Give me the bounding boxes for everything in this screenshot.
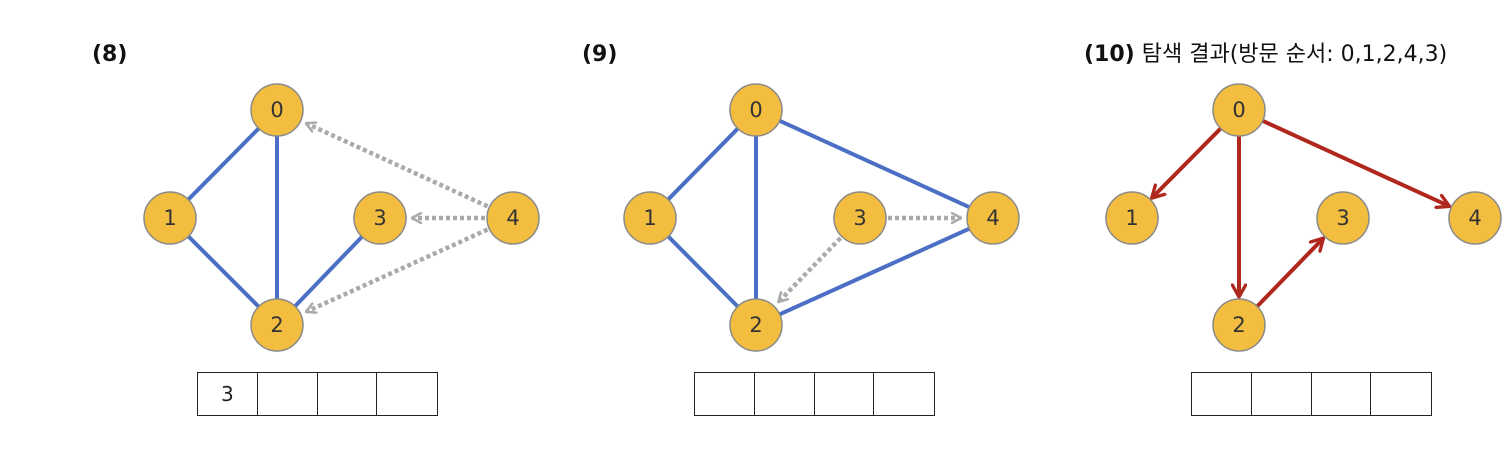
edge-2-4-panel-9 bbox=[778, 226, 971, 317]
node-label: 1 bbox=[643, 206, 656, 230]
node-circle bbox=[966, 191, 1020, 245]
queue-cell bbox=[755, 373, 815, 415]
node-label: 1 bbox=[1125, 206, 1138, 230]
edge-2-3-panel-10 bbox=[1255, 238, 1323, 308]
node-circle bbox=[623, 191, 677, 245]
node-circle bbox=[833, 191, 887, 245]
panel-10-title: (10) 탐색 결과(방문 순서: 0,1,2,4,3) bbox=[1084, 40, 1447, 70]
node-circle bbox=[729, 298, 783, 352]
panel-8-title: (8) bbox=[92, 40, 127, 70]
node-label: 4 bbox=[986, 206, 999, 230]
node-2-panel-8: 2 bbox=[250, 298, 304, 352]
edge-4-2-panel-8 bbox=[306, 227, 489, 312]
queue-cell: 3 bbox=[198, 373, 258, 415]
node-circle bbox=[1105, 191, 1159, 245]
panel-10-caption: 탐색 결과(방문 순서: 0,1,2,4,3) bbox=[1141, 42, 1448, 67]
node-3-panel-9: 3 bbox=[833, 191, 887, 245]
node-circle bbox=[143, 191, 197, 245]
edge-4-0-panel-8 bbox=[306, 123, 489, 209]
edge-0-1-panel-8 bbox=[186, 127, 261, 201]
queue-cell bbox=[1312, 373, 1372, 415]
node-circle bbox=[1212, 298, 1266, 352]
node-label: 2 bbox=[749, 313, 762, 337]
node-circle bbox=[250, 298, 304, 352]
queue-cell bbox=[377, 373, 437, 415]
node-3-panel-8: 3 bbox=[353, 191, 407, 245]
node-label: 4 bbox=[506, 206, 519, 230]
node-label: 3 bbox=[1336, 206, 1349, 230]
node-1-panel-9: 1 bbox=[623, 191, 677, 245]
nodes-layer: 0 1 2 3 4 0 1 2 3 4 0 1 2 3 4 bbox=[143, 83, 1502, 352]
node-label: 1 bbox=[163, 206, 176, 230]
node-label: 0 bbox=[270, 98, 283, 122]
panel-8-queue: 3 bbox=[197, 372, 438, 416]
node-circle bbox=[1448, 191, 1502, 245]
queue-cell bbox=[318, 373, 378, 415]
node-label: 3 bbox=[853, 206, 866, 230]
edge-3-2-panel-9 bbox=[776, 236, 843, 304]
node-circle bbox=[250, 83, 304, 137]
edge-0-4-panel-10 bbox=[1261, 119, 1450, 207]
panel-9-queue bbox=[694, 372, 935, 416]
panel-10-queue bbox=[1191, 372, 1432, 416]
node-4-panel-8: 4 bbox=[486, 191, 540, 245]
panel-8-number: (8) bbox=[92, 42, 128, 67]
node-4-panel-9: 4 bbox=[966, 191, 1020, 245]
queue-cell bbox=[258, 373, 318, 415]
queue-cell bbox=[1192, 373, 1252, 415]
panel-9-number: (9) bbox=[582, 42, 618, 67]
edge-0-1-panel-10 bbox=[1152, 127, 1223, 198]
node-4-panel-10: 4 bbox=[1448, 191, 1502, 245]
node-label: 4 bbox=[1468, 206, 1481, 230]
node-circle bbox=[486, 191, 540, 245]
edge-2-3-panel-8 bbox=[293, 235, 364, 308]
edge-0-4-panel-9 bbox=[778, 118, 971, 210]
panel-9-title: (9) bbox=[582, 40, 617, 70]
queue-cell bbox=[695, 373, 755, 415]
queue-cell bbox=[815, 373, 875, 415]
queue-cell bbox=[1371, 373, 1431, 415]
edge-0-1-panel-9 bbox=[666, 127, 740, 201]
node-0-panel-10: 0 bbox=[1212, 83, 1266, 137]
queue-cell bbox=[874, 373, 934, 415]
edge-1-2-panel-9 bbox=[666, 235, 740, 308]
edge-1-2-panel-8 bbox=[186, 234, 261, 309]
node-label: 3 bbox=[373, 206, 386, 230]
queue-cell bbox=[1252, 373, 1312, 415]
node-1-panel-10: 1 bbox=[1105, 191, 1159, 245]
edges-layer bbox=[186, 118, 1450, 317]
node-3-panel-10: 3 bbox=[1316, 191, 1370, 245]
node-circle bbox=[1212, 83, 1266, 137]
node-label: 0 bbox=[1232, 98, 1245, 122]
node-circle bbox=[353, 191, 407, 245]
node-label: 2 bbox=[1232, 313, 1245, 337]
node-circle bbox=[729, 83, 783, 137]
node-label: 2 bbox=[270, 313, 283, 337]
panel-10-number: (10) bbox=[1084, 42, 1135, 67]
node-1-panel-8: 1 bbox=[143, 191, 197, 245]
node-circle bbox=[1316, 191, 1370, 245]
node-0-panel-9: 0 bbox=[729, 83, 783, 137]
node-2-panel-9: 2 bbox=[729, 298, 783, 352]
node-0-panel-8: 0 bbox=[250, 83, 304, 137]
node-2-panel-10: 2 bbox=[1212, 298, 1266, 352]
node-label: 0 bbox=[749, 98, 762, 122]
